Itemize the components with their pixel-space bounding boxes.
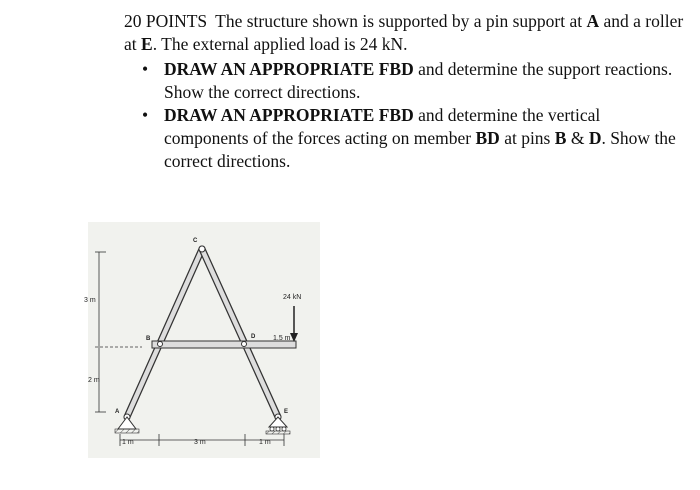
- dim-base-1: 1 m: [122, 439, 134, 446]
- dim-base-2: 3 m: [194, 439, 206, 446]
- structure-figure: 3 m 2 m 1 m 3 m 1 m 1.5 m 24 kN C B D A …: [82, 222, 322, 472]
- dim-height-1: 3 m: [84, 297, 96, 304]
- support-e-label: E: [141, 34, 153, 54]
- problem-statement: 20 POINTS The structure shown is supporte…: [124, 10, 684, 173]
- pin-support-a: [114, 413, 140, 434]
- task-1-text: and determine the support reactions. Sho…: [164, 59, 673, 102]
- roller-support-e: [265, 413, 291, 435]
- bullet-marker: •: [142, 105, 149, 125]
- pin-c: [198, 245, 206, 253]
- pin-b-label: B: [554, 128, 567, 148]
- vertical-dimension: [95, 251, 142, 413]
- horizontal-dimension: [119, 434, 285, 446]
- pin-b: [157, 341, 163, 347]
- support-a-label: A: [586, 11, 600, 31]
- problem-intro: 20 POINTS The structure shown is supporte…: [124, 10, 684, 56]
- points-label: 20 POINTS: [124, 11, 208, 31]
- label-c: C: [193, 238, 198, 244]
- dim-height-2: 2 m: [88, 377, 100, 384]
- frame-diagram: 3 m 2 m 1 m 3 m 1 m 1.5 m 24 kN C B D A …: [84, 222, 320, 458]
- task-2-bold: DRAW AN APPROPRIATE FBD: [164, 105, 414, 125]
- task-1-bold: DRAW AN APPROPRIATE FBD: [164, 59, 414, 79]
- task-2-amp: &: [566, 128, 589, 148]
- member-ac: [123, 245, 206, 421]
- dim-base-3: 1 m: [259, 439, 271, 446]
- load-arrow: [290, 306, 298, 342]
- task-2-end: . Show the correct directions.: [164, 128, 676, 171]
- dim-offset-d: 1.5 m: [273, 335, 291, 342]
- member-bd-label: BD: [475, 128, 500, 148]
- statement-part-2: and a roller at: [124, 11, 684, 54]
- task-item-2: • DRAW AN APPROPRIATE FBD and determine …: [124, 104, 684, 173]
- label-e: E: [284, 409, 288, 415]
- bullet-marker: •: [142, 59, 149, 79]
- member-bd: [151, 340, 297, 349]
- task-2-text: and determine the vertical components of…: [164, 105, 601, 148]
- task-2-at: at pins: [499, 128, 555, 148]
- pin-d-label: D: [588, 128, 602, 148]
- load-label: 24 kN: [283, 294, 301, 301]
- statement-part-1: The structure shown is supported by a pi…: [215, 11, 587, 31]
- label-b: B: [146, 336, 151, 342]
- pin-d: [241, 341, 247, 347]
- statement-part-3: . The external applied load is 24 kN.: [152, 34, 408, 54]
- label-a: A: [115, 409, 120, 415]
- task-item-1: • DRAW AN APPROPRIATE FBD and determine …: [124, 58, 684, 104]
- label-d: D: [251, 334, 256, 340]
- member-ce: [198, 245, 282, 421]
